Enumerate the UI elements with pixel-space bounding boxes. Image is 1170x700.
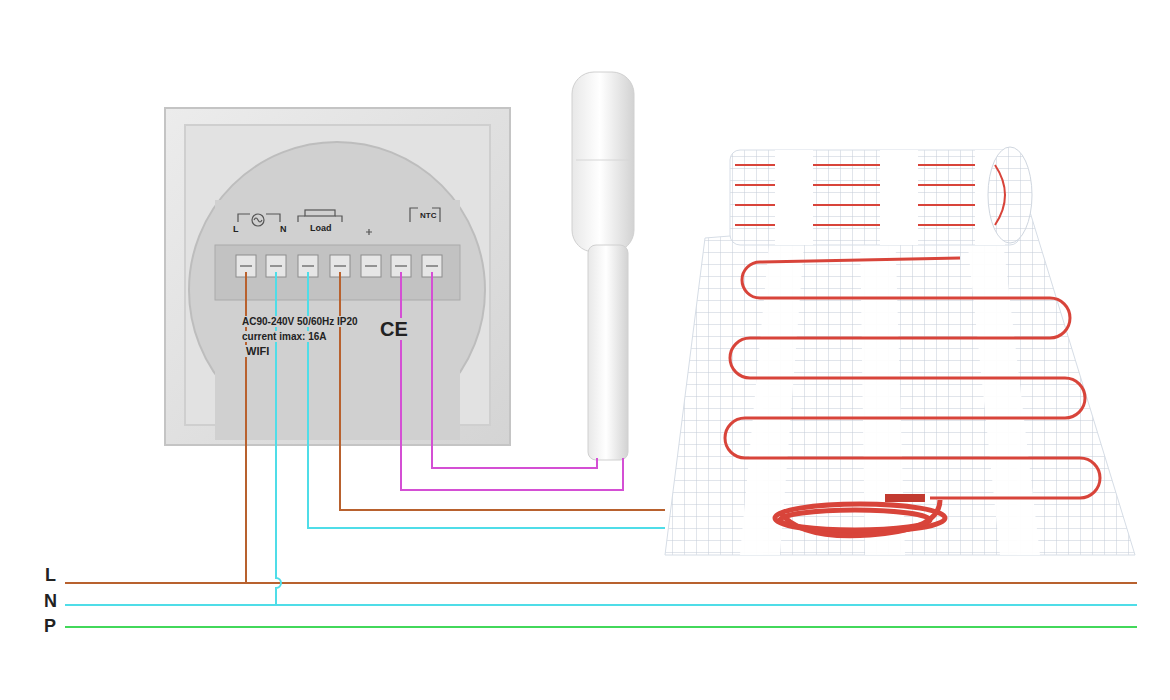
line-label: N xyxy=(44,592,57,612)
rating-text: current imax: 16A xyxy=(240,331,328,342)
line-label: L xyxy=(45,566,56,586)
rating-text: AC90-240V 50/60Hz IP20 xyxy=(240,316,360,327)
thermostat-back xyxy=(165,108,510,445)
terminal-label: NTC xyxy=(420,212,436,221)
wifi-mark: WIFI xyxy=(244,345,271,357)
supply-lines xyxy=(65,583,1137,627)
ntc-sensor xyxy=(572,72,634,460)
heating-mat xyxy=(665,147,1135,555)
terminal-label: L xyxy=(233,225,239,235)
terminal-label: Load xyxy=(310,224,332,234)
line-label: P xyxy=(44,617,56,637)
terminal-label: N xyxy=(280,225,287,235)
ce-mark: CE xyxy=(378,318,410,340)
